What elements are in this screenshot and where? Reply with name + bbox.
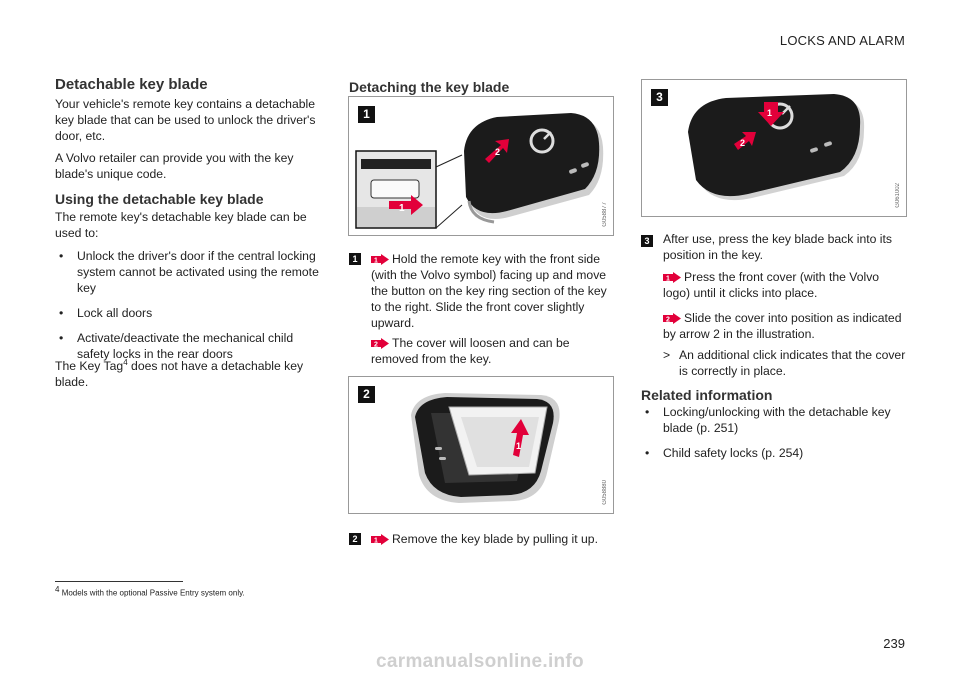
list-item: Lock all doors (55, 305, 325, 321)
detaching-title: Detaching the key blade (349, 79, 510, 95)
key-tag-note: The Key Tag4 does not have a detachable … (55, 355, 317, 390)
svg-text:1: 1 (399, 203, 405, 214)
list-item[interactable]: Child safety locks (p. 254) (641, 445, 903, 461)
related-title: Related information (641, 387, 773, 403)
step-1-text-a: 1 Hold the remote key with the front sid… (371, 251, 611, 331)
figure-2: 2 1 G058880 (348, 376, 614, 514)
key-blade-removal-illustration: 1 (411, 393, 560, 503)
step-badge: 2 (349, 533, 361, 545)
instruction-text: The cover will loosen and can be removed… (371, 336, 570, 366)
svg-text:1: 1 (374, 538, 378, 545)
red-arrow-1-icon: 1 (371, 254, 389, 265)
list-item[interactable]: Locking/unlocking with the detachable ke… (641, 404, 903, 436)
instruction-text: Press the front cover (with the Volvo lo… (663, 270, 880, 300)
step-3-text-a: 1 Press the front cover (with the Volvo … (663, 269, 907, 301)
page-number: 239 (883, 636, 905, 651)
svg-text:1: 1 (666, 276, 670, 283)
red-arrow-2-icon: 2 (371, 338, 389, 349)
retailer-paragraph: A Volvo retailer can provide you with th… (55, 151, 294, 181)
section-title: Detachable key blade (55, 76, 208, 93)
svg-text:2: 2 (740, 138, 745, 148)
svg-text:2: 2 (666, 317, 670, 324)
svg-text:1: 1 (516, 441, 521, 451)
step-2-text: 1 Remove the key blade by pulling it up. (371, 531, 611, 547)
svg-text:1: 1 (767, 108, 772, 118)
step-badge: 1 (349, 253, 361, 265)
step-3-text: After use, press the key blade back into… (663, 232, 892, 262)
related-list: Locking/unlocking with the detachable ke… (641, 404, 903, 470)
figure-code: G058880 (602, 480, 608, 505)
list-item: Activate/deactivate the mechanical child… (55, 330, 325, 362)
red-arrow-2-icon: 2 (663, 313, 681, 324)
svg-text:2: 2 (495, 147, 500, 157)
svg-text:2: 2 (374, 342, 378, 349)
step-1-text-b: 2 The cover will loosen and can be remov… (371, 335, 611, 367)
step-3-result: > An additional click indicates that the… (663, 347, 907, 379)
uses-list: Unlock the driver's door if the central … (55, 248, 325, 371)
figure-code: G058877 (602, 202, 608, 227)
subsection-title: Using the detachable key blade (55, 191, 264, 207)
instruction-text: Remove the key blade by pulling it up. (392, 532, 598, 546)
instruction-text: Slide the cover into position as indicat… (663, 311, 902, 341)
result-text: An additional click indicates that the c… (679, 348, 906, 378)
figure-badge: 1 (358, 106, 375, 123)
svg-text:1: 1 (374, 258, 378, 265)
red-arrow-1-icon: 1 (371, 534, 389, 545)
footnote-divider (55, 581, 183, 582)
footnote-number: 4 (55, 585, 60, 594)
red-arrow-1-icon: 1 (663, 272, 681, 283)
running-header: LOCKS AND ALARM (779, 33, 905, 48)
intro-paragraph: Your vehicle's remote key contains a det… (55, 97, 316, 143)
note-text: does not have a detachable key blade. (55, 359, 304, 390)
step-badge: 3 (641, 235, 653, 247)
result-marker: > (663, 348, 671, 362)
instruction-text: Hold the remote key with the front side … (371, 252, 607, 330)
step-3-text-b: 2 Slide the cover into position as indic… (663, 310, 907, 342)
figure-code: G061002 (895, 183, 901, 208)
figure-badge: 2 (358, 386, 375, 403)
figure-1: 1 2 1 G058877 (348, 96, 614, 236)
watermark: carmanualsonline.info (376, 651, 584, 672)
remote-key-slide-button-illustration: 2 1 (355, 113, 604, 229)
key-cover-reassembly-illustration: 1 2 (688, 94, 865, 201)
figure-badge: 3 (651, 89, 668, 106)
footnote-text: Models with the optional Passive Entry s… (61, 588, 245, 598)
footnote: 4 Models with the optional Passive Entry… (55, 585, 245, 598)
uses-intro: The remote key's detachable key blade ca… (55, 210, 307, 240)
footnote-ref: 4 (123, 358, 128, 367)
figure-3: 3 1 2 G061002 (641, 79, 907, 217)
note-text: The Key Tag (55, 359, 124, 374)
list-item: Unlock the driver's door if the central … (55, 248, 325, 296)
